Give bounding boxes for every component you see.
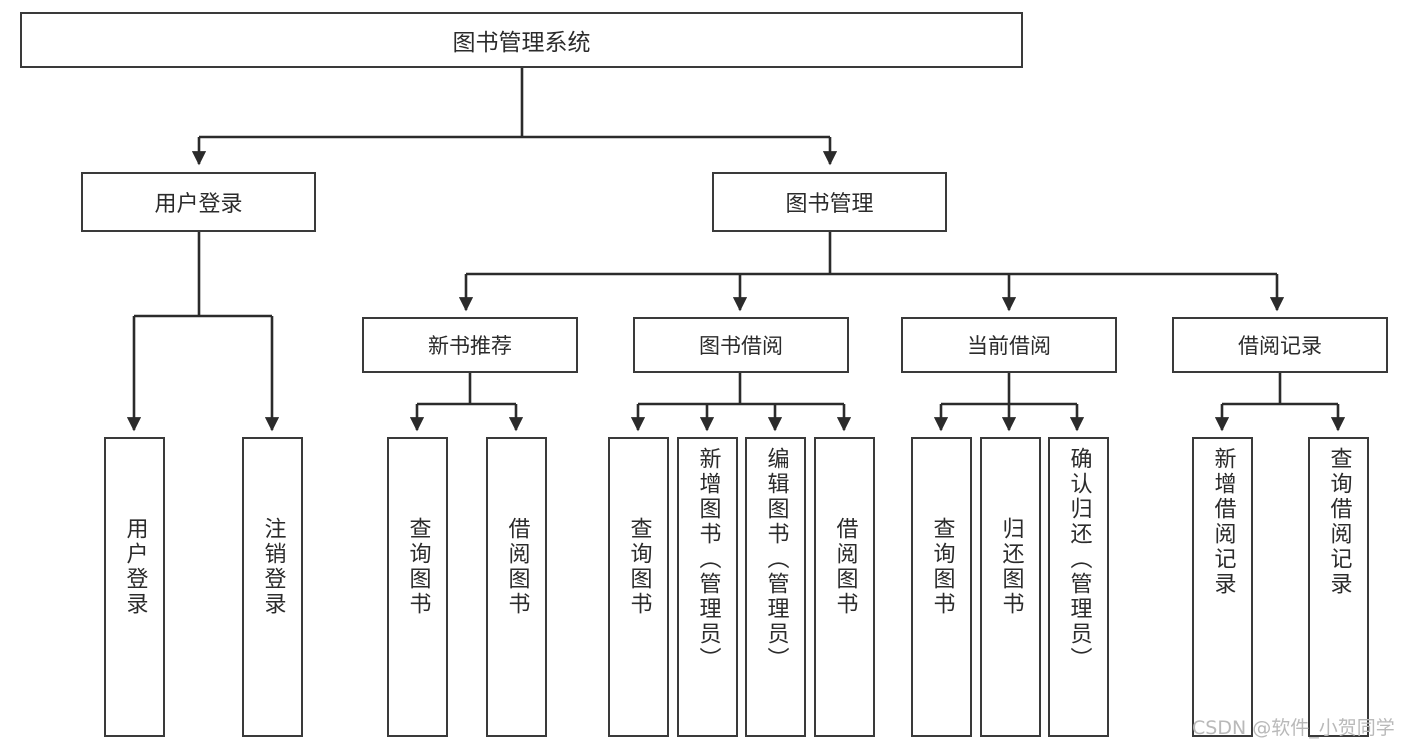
node-leaf-query-borrow-record-label: 查询借阅记录 — [1326, 447, 1352, 597]
node-leaf-add-borrow-record-label: 新增借阅记录 — [1210, 447, 1236, 597]
node-leaf-edit-book[interactable]: 编辑图书（管理员） — [745, 437, 806, 737]
node-leaf-logout-login-label: 注销登录 — [260, 517, 286, 617]
node-root-system-label: 图书管理系统 — [452, 30, 591, 56]
node-leaf-query-borrow-record[interactable]: 查询借阅记录 — [1308, 437, 1369, 737]
node-current-borrow[interactable]: 当前借阅 — [901, 317, 1117, 373]
node-leaf-add-borrow-record[interactable]: 新增借阅记录 — [1192, 437, 1253, 737]
node-leaf-user-login[interactable]: 用户登录 — [104, 437, 165, 737]
node-leaf-confirm-return-label: 确认归还（管理员） — [1066, 447, 1092, 672]
node-book-management[interactable]: 图书管理 — [712, 172, 947, 232]
watermark: CSDN @软件_小贺同学 — [1192, 717, 1395, 739]
node-new-book-recommend-label: 新书推荐 — [428, 334, 512, 358]
node-leaf-borrow-book-2-label: 借阅图书 — [832, 517, 858, 617]
node-leaf-user-login-label: 用户登录 — [122, 517, 148, 617]
node-leaf-query-book-1-label: 查询图书 — [405, 517, 431, 617]
node-leaf-edit-book-label: 编辑图书（管理员） — [763, 447, 789, 672]
node-leaf-return-book-label: 归还图书 — [998, 517, 1024, 617]
node-borrow-record[interactable]: 借阅记录 — [1172, 317, 1388, 373]
node-book-borrow[interactable]: 图书借阅 — [633, 317, 849, 373]
node-leaf-query-book-3[interactable]: 查询图书 — [911, 437, 972, 737]
node-leaf-add-book-label: 新增图书（管理员） — [695, 447, 721, 672]
node-user-login-label: 用户登录 — [154, 192, 243, 217]
node-leaf-query-book-2-label: 查询图书 — [626, 517, 652, 617]
node-current-borrow-label: 当前借阅 — [967, 334, 1051, 358]
node-leaf-query-book-1[interactable]: 查询图书 — [387, 437, 448, 737]
node-leaf-borrow-book-2[interactable]: 借阅图书 — [814, 437, 875, 737]
node-leaf-add-book[interactable]: 新增图书（管理员） — [677, 437, 738, 737]
node-leaf-query-book-3-label: 查询图书 — [929, 517, 955, 617]
node-new-book-recommend[interactable]: 新书推荐 — [362, 317, 578, 373]
node-user-login[interactable]: 用户登录 — [81, 172, 316, 232]
node-leaf-confirm-return[interactable]: 确认归还（管理员） — [1048, 437, 1109, 737]
node-book-management-label: 图书管理 — [785, 192, 874, 217]
node-leaf-borrow-book-1-label: 借阅图书 — [504, 517, 530, 617]
node-leaf-return-book[interactable]: 归还图书 — [980, 437, 1041, 737]
node-leaf-logout-login[interactable]: 注销登录 — [242, 437, 303, 737]
node-book-borrow-label: 图书借阅 — [699, 334, 783, 358]
node-root-system[interactable]: 图书管理系统 — [20, 12, 1023, 68]
node-borrow-record-label: 借阅记录 — [1238, 334, 1322, 358]
node-leaf-query-book-2[interactable]: 查询图书 — [608, 437, 669, 737]
node-leaf-borrow-book-1[interactable]: 借阅图书 — [486, 437, 547, 737]
